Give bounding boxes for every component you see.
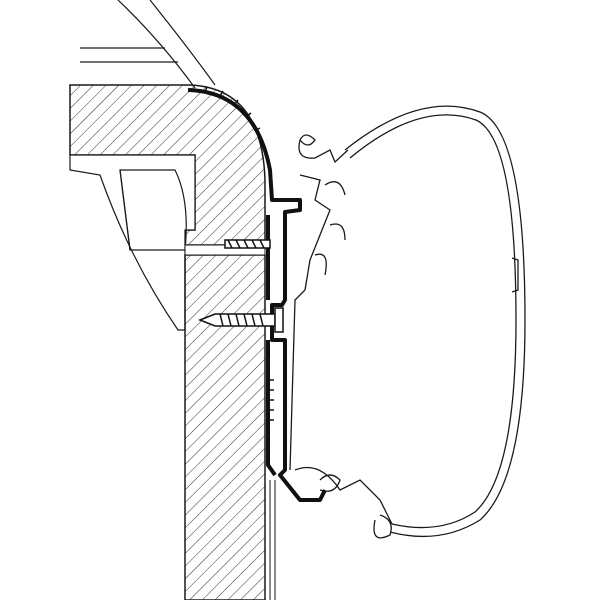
screw-upper [224, 239, 271, 249]
wall-edge-lines [264, 480, 276, 600]
awning-housing [289, 105, 526, 539]
window-frame [69, 154, 196, 331]
adapter-rail-teeth [204, 86, 274, 421]
screw-lower [197, 307, 284, 333]
adapter-rail-profile [187, 88, 327, 502]
wall-section-lower [184, 254, 266, 600]
roof-outline [80, 0, 216, 89]
